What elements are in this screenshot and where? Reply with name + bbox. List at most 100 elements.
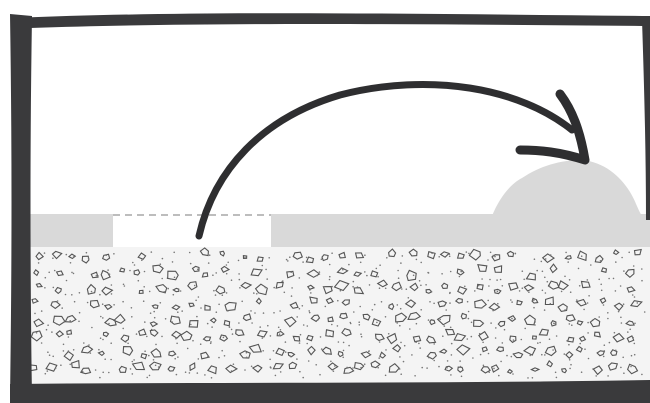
gravel-speck	[416, 323, 418, 325]
gravel-speck	[430, 290, 432, 292]
gravel-speck	[125, 341, 127, 343]
gravel-speck	[487, 259, 489, 261]
gravel-speck	[471, 336, 473, 338]
gravel-speck	[63, 350, 65, 352]
gravel-speck	[65, 294, 67, 296]
gravel-speck	[388, 333, 390, 335]
gravel-speck	[244, 257, 246, 259]
gravel-speck	[132, 361, 134, 363]
gravel-speck	[549, 285, 551, 287]
gravel-speck	[444, 325, 446, 327]
gravel-speck	[467, 301, 469, 303]
gravel-speck	[302, 377, 304, 379]
gravel-speck	[397, 270, 399, 272]
gravel-speck	[47, 324, 49, 326]
gravel-speck	[317, 319, 319, 321]
gravel-speck	[511, 356, 513, 358]
gravel-speck	[366, 275, 368, 277]
gravel-speck	[204, 374, 206, 376]
gravel-speck	[251, 366, 253, 368]
gravel-speck	[127, 343, 129, 345]
gravel-speck	[379, 341, 381, 343]
gravel-speck	[359, 306, 361, 308]
gravel-speck	[497, 303, 499, 305]
gravel-speck	[99, 294, 101, 296]
gravel-speck	[329, 335, 331, 337]
gravel-speck	[449, 292, 451, 294]
gravel-speck	[512, 373, 514, 375]
gravel-speck	[215, 272, 217, 274]
gravel-speck	[527, 377, 529, 379]
gravel-speck	[68, 336, 70, 338]
gravel-speck	[173, 294, 175, 296]
gravel-speck	[632, 337, 634, 339]
gravel-speck	[256, 293, 258, 295]
gravel-speck	[190, 263, 192, 265]
gravel-speck	[492, 255, 494, 257]
gravel-speck	[130, 368, 132, 370]
gravel-speck	[460, 366, 462, 368]
gravel-speck	[620, 285, 622, 287]
gravel-speck	[218, 304, 220, 306]
gravel-speck	[433, 360, 435, 362]
gravel-speck	[521, 339, 523, 341]
gravel-speck	[279, 333, 281, 335]
gravel-speck	[488, 285, 490, 287]
gravel-speck	[466, 251, 468, 253]
gravel-speck	[231, 370, 233, 372]
gravel-speck	[329, 264, 331, 266]
gravel-speck	[607, 375, 609, 377]
gravel-speck	[149, 291, 151, 293]
gravel-speck	[124, 285, 126, 287]
gravel-speck	[419, 347, 421, 349]
gravel-speck	[213, 290, 215, 292]
gravel-speck	[160, 302, 162, 304]
gravel-speck	[239, 287, 241, 289]
gravel-speck	[342, 357, 344, 359]
gravel-speck	[348, 345, 350, 347]
gravel-speck	[167, 288, 169, 290]
gravel-speck	[513, 353, 515, 355]
gravel-speck	[290, 271, 292, 273]
gravel-speck	[96, 275, 98, 277]
gravel-speck	[144, 271, 146, 273]
gravel-speck	[212, 274, 214, 276]
gravel-speck	[630, 366, 632, 368]
gravel-speck	[231, 279, 233, 281]
gravel-speck	[45, 277, 47, 279]
gravel-speck	[331, 324, 333, 326]
gravel-speck	[110, 359, 112, 361]
gravel-speck	[428, 319, 430, 321]
gravel-speck	[446, 367, 448, 369]
gravel-speck	[136, 333, 138, 335]
gravel-speck	[604, 344, 606, 346]
gravel-speck	[623, 270, 625, 272]
gravel-speck	[460, 271, 462, 273]
gravel-speck	[396, 322, 398, 324]
gravel-speck	[223, 337, 225, 339]
gravel-speck	[459, 276, 461, 278]
gravel-speck	[361, 336, 363, 338]
gravel-speck	[91, 327, 93, 329]
gravel-speck	[321, 348, 323, 350]
gravel-speck	[397, 304, 399, 306]
gravel-speck	[629, 329, 631, 331]
gravel-speck	[155, 344, 157, 346]
gravel-speck	[302, 305, 304, 307]
gravel-speck	[364, 271, 366, 273]
gravel-speck	[352, 367, 354, 369]
gravel-speck	[337, 300, 339, 302]
gravel-speck	[529, 355, 531, 357]
gravel-speck	[226, 273, 228, 275]
gravel-speck	[570, 364, 572, 366]
gravel-speck	[239, 279, 241, 281]
gravel-speck	[302, 261, 304, 263]
gravel-speck	[163, 291, 165, 293]
gravel-speck	[98, 304, 100, 306]
gravel-speck	[634, 323, 636, 325]
gravel-speck	[53, 287, 55, 289]
gravel-speck	[270, 335, 272, 337]
gravel-speck	[623, 303, 625, 305]
gravel-speck	[533, 307, 535, 309]
gravel-speck	[265, 287, 267, 289]
